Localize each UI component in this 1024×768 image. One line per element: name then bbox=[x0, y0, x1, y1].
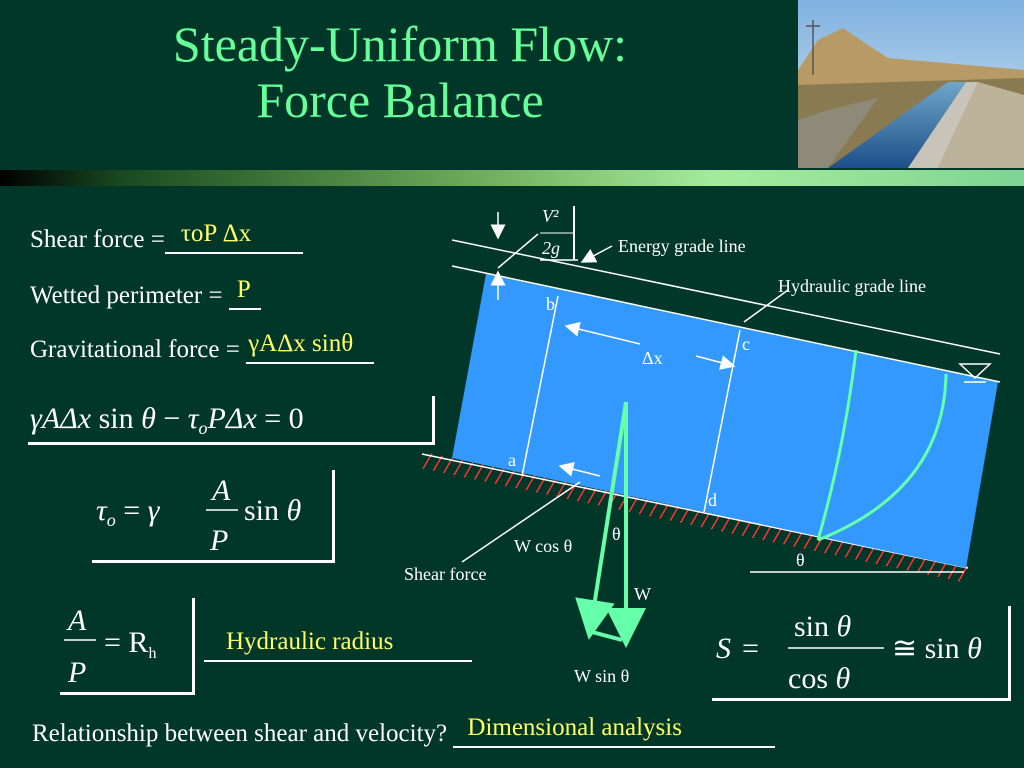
energy-grade-line bbox=[451, 239, 1001, 355]
tau-equation: τo = γ A P sin θ bbox=[92, 470, 335, 563]
slope-equation: S = sin θ cos θ ≅ sin θ bbox=[712, 606, 1011, 701]
wetted-perimeter-line: Wetted perimeter = P bbox=[30, 276, 261, 310]
svg-text:=: = bbox=[742, 632, 759, 665]
velocity-profile-line bbox=[816, 349, 858, 541]
svg-text:P: P bbox=[209, 524, 228, 557]
force-balance-equation: γAΔx sin θ − τoPΔx = 0 bbox=[28, 396, 435, 445]
velocity-head-num: V² bbox=[542, 206, 559, 226]
canal-photo bbox=[798, 0, 1024, 168]
wetted-perimeter-label: Wetted perimeter = bbox=[30, 282, 223, 309]
section-ab bbox=[521, 295, 559, 477]
energy-grade-label: Energy grade line bbox=[618, 236, 746, 256]
water-body bbox=[452, 274, 998, 568]
velocity-head-den: 2g bbox=[542, 238, 560, 258]
divider-band bbox=[0, 170, 1024, 186]
point-a-label: a bbox=[508, 450, 516, 470]
svg-text:≅ sin θ: ≅ sin θ bbox=[892, 632, 982, 665]
gravitational-force-answer: γAΔx sinθ bbox=[248, 330, 354, 357]
wetted-perimeter-answer: P bbox=[236, 276, 251, 303]
channel-diagram: Energy grade line Hydraulic grade line V… bbox=[404, 206, 1001, 686]
shear-force-label: Shear force = bbox=[30, 226, 165, 253]
question-text: Relationship between shear and velocity? bbox=[32, 720, 448, 747]
question-answer: Dimensional analysis bbox=[467, 714, 682, 741]
hydraulic-radius-line: Hydraulic radius bbox=[204, 628, 472, 662]
shear-force-arrow bbox=[558, 461, 601, 477]
channel-bed bbox=[420, 452, 968, 582]
hydraulic-radius-equation: A P = Rh bbox=[60, 598, 195, 695]
svg-text:sin θ: sin θ bbox=[794, 610, 852, 643]
velocity-profile-curve bbox=[817, 373, 948, 542]
shear-force-answer: τoP Δx bbox=[180, 220, 252, 247]
hydraulic-radius-answer: Hydraulic radius bbox=[226, 628, 394, 655]
point-b-label: b bbox=[546, 294, 555, 314]
shear-force-line: Shear force = τoP Δx bbox=[30, 220, 303, 254]
question-line: Relationship between shear and velocity?… bbox=[32, 714, 776, 748]
svg-text:A: A bbox=[66, 604, 87, 637]
slide-title: Steady-Uniform Flow: Force Balance bbox=[150, 16, 650, 128]
svg-text:sin θ: sin θ bbox=[244, 494, 302, 527]
svg-text:cos θ: cos θ bbox=[788, 662, 851, 695]
theta-slope-label: θ bbox=[796, 550, 805, 570]
point-d-label: d bbox=[708, 490, 717, 510]
hydraulic-grade-line bbox=[451, 265, 1001, 383]
svg-text:= Rh: = Rh bbox=[104, 626, 156, 662]
svg-text:τo = γ: τo = γ bbox=[96, 494, 161, 530]
hydraulic-grade-label: Hydraulic grade line bbox=[778, 276, 926, 296]
w-sin-arrow[interactable] bbox=[591, 630, 623, 642]
title-line-2: Force Balance bbox=[256, 72, 544, 128]
shear-force-diagram-label: Shear force bbox=[404, 564, 486, 584]
force-balance-text: γAΔx sin θ − τoPΔx = 0 bbox=[30, 402, 304, 438]
gravitational-force-line: Gravitational force = γAΔx sinθ bbox=[30, 330, 375, 364]
theta-label: θ bbox=[612, 524, 621, 544]
point-c-label: c bbox=[742, 334, 750, 354]
svg-text:S: S bbox=[716, 632, 731, 665]
svg-text:A: A bbox=[210, 474, 231, 507]
water-surface-symbol bbox=[958, 363, 992, 380]
svg-text:P: P bbox=[67, 656, 86, 689]
delta-x-label: Δx bbox=[642, 348, 663, 368]
gravitational-force-label: Gravitational force = bbox=[30, 336, 240, 363]
w-cos-arrow[interactable] bbox=[575, 401, 628, 640]
weight-label: W bbox=[634, 584, 651, 604]
title-line-1: Steady-Uniform Flow: bbox=[172, 16, 628, 72]
w-cos-label: W cos θ bbox=[514, 536, 572, 556]
w-sin-label: W sin θ bbox=[574, 666, 629, 686]
